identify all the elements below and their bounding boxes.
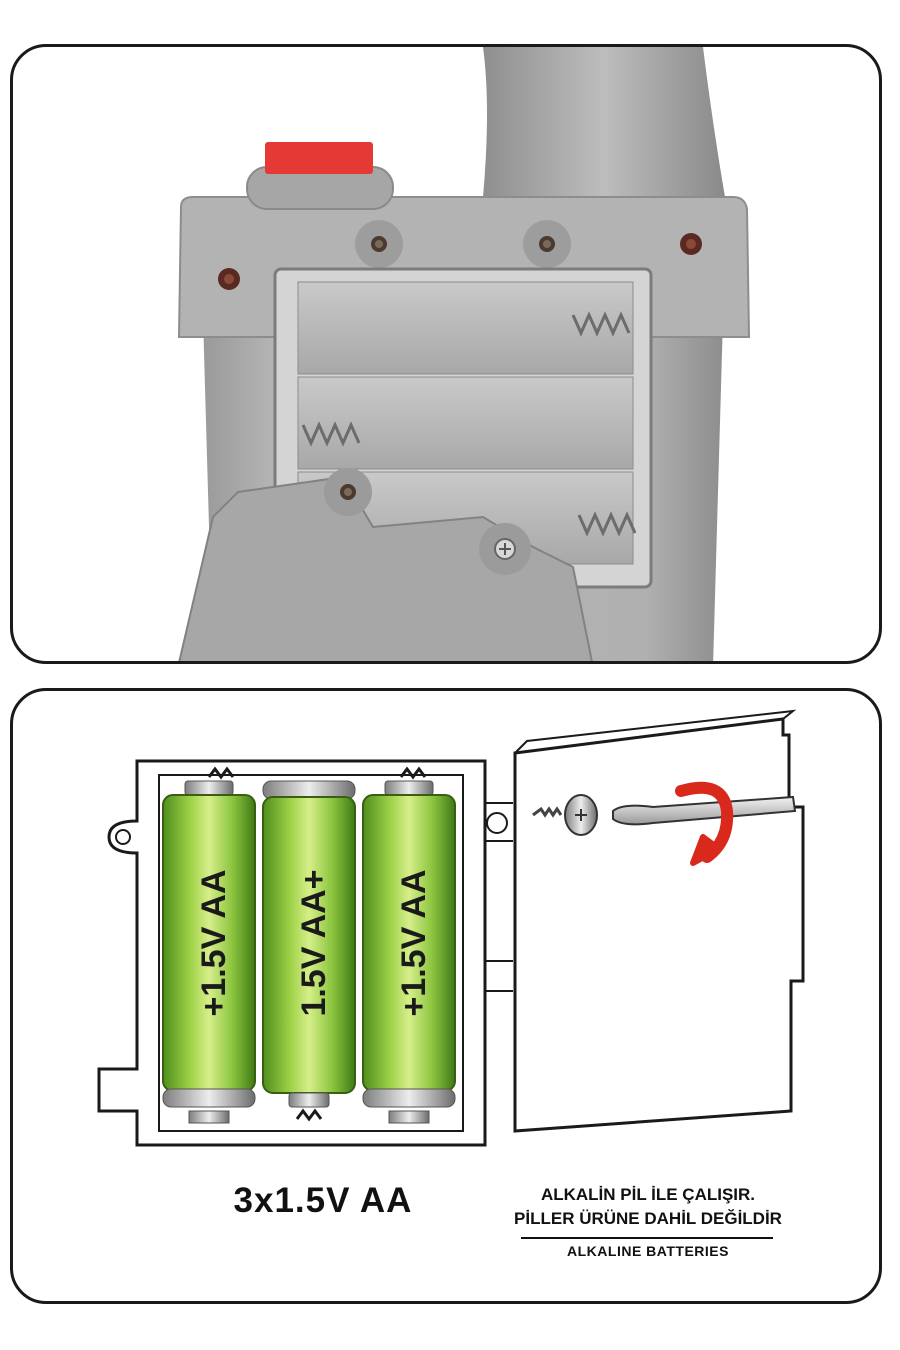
hinge (486, 812, 508, 834)
battery-label: +1.5V AA (195, 869, 233, 1016)
alkaline-note-line2: PİLLER ÜRÜNE DAHİL DEĞİLDİR (514, 1209, 782, 1228)
battery-diagram-panel: +1.5V AA 1.5V AA+ +1.5V AA (10, 688, 882, 1304)
spring-icon (295, 1108, 323, 1122)
screw-icon (523, 220, 571, 268)
battery-spec-label: 3x1.5V AA (233, 1181, 413, 1220)
device-handle (483, 47, 725, 212)
screw-icon (355, 220, 403, 268)
device-photo-panel (10, 44, 882, 664)
battery-diagram: +1.5V AA 1.5V AA+ +1.5V AA (97, 709, 805, 1147)
battery-1: +1.5V AA (162, 780, 256, 1124)
battery-2: 1.5V AA+ (262, 780, 356, 1108)
caption-divider (521, 1237, 773, 1239)
alkaline-note-line3: ALKALINE BATTERIES (567, 1243, 729, 1259)
spring-icon (301, 421, 361, 447)
screwdriver-icon (612, 795, 797, 826)
battery-slot (297, 376, 634, 470)
screw-hole-icon (218, 268, 240, 290)
screw-hole-icon (680, 233, 702, 255)
rotate-arrow-icon (675, 781, 734, 866)
screw-icon (324, 468, 372, 516)
spring-icon (571, 311, 631, 337)
battery-3: +1.5V AA (362, 780, 456, 1124)
compartment-lid-diagram (513, 717, 805, 1133)
alkaline-note-line1: ALKALİN PİL İLE ÇALIŞIR. (540, 1185, 756, 1204)
screw-icon (479, 523, 531, 575)
battery-label: +1.5V AA (395, 869, 433, 1016)
spring-icon (207, 766, 235, 780)
battery-label: 1.5V AA+ (295, 869, 333, 1016)
spring-icon (577, 511, 637, 537)
power-button[interactable] (265, 142, 373, 174)
device-photo (177, 47, 751, 661)
spring-icon (399, 766, 427, 780)
screw-icon (532, 794, 598, 836)
